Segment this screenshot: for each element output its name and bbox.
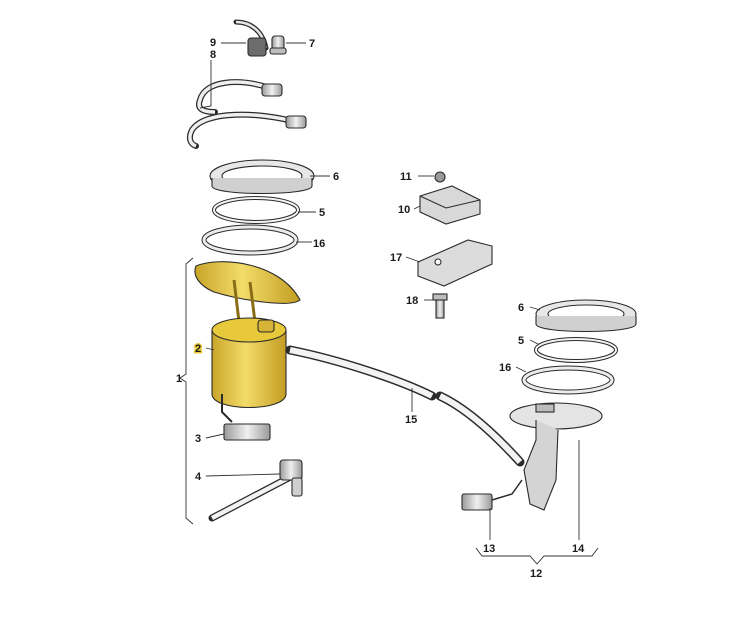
part-5-seal-left xyxy=(212,196,300,224)
callout-6-left: 6 xyxy=(333,171,339,183)
part-6-locking-ring-right xyxy=(535,299,637,332)
part-9-connector xyxy=(233,19,269,57)
callout-2: 2 xyxy=(195,343,201,355)
part-10-control-unit xyxy=(419,185,481,225)
part-13-float xyxy=(461,479,523,511)
part-15-hose xyxy=(285,345,525,467)
callout-5-right: 5 xyxy=(518,335,524,347)
part-2-fuel-delivery-unit xyxy=(194,261,301,423)
callout-labels: 9 7 8 6 5 16 2 1 3 4 11 10 17 18 6 5 16 … xyxy=(176,37,585,580)
callout-6-right: 6 xyxy=(518,302,524,314)
part-16-gasket-left xyxy=(201,224,299,256)
callout-16-right: 16 xyxy=(499,362,511,374)
callout-4: 4 xyxy=(195,471,202,483)
callout-15: 15 xyxy=(405,414,417,426)
callout-16-left: 16 xyxy=(313,238,325,250)
part-6-locking-ring-left xyxy=(209,159,315,194)
part-14-sender-unit xyxy=(509,402,603,511)
callout-10: 10 xyxy=(398,204,410,216)
callout-18: 18 xyxy=(406,295,418,307)
callout-12: 12 xyxy=(530,568,542,580)
callout-7: 7 xyxy=(309,38,315,50)
callout-9: 9 xyxy=(210,37,216,49)
part-7-cap xyxy=(269,35,287,55)
part-17-bracket xyxy=(417,239,493,287)
callout-14: 14 xyxy=(572,543,585,555)
part-5-seal-right xyxy=(534,337,618,363)
part-4-pipe xyxy=(208,459,303,522)
part-3-sender xyxy=(223,423,271,441)
callout-5-left: 5 xyxy=(319,207,325,219)
part-8-hoses xyxy=(186,79,307,149)
callout-8: 8 xyxy=(210,49,216,61)
part-16-gasket-right xyxy=(521,365,615,395)
callout-17: 17 xyxy=(390,252,402,264)
callout-11: 11 xyxy=(400,171,412,183)
callout-1: 1 xyxy=(176,373,182,385)
leader-lines xyxy=(179,42,599,565)
part-11-nut xyxy=(434,171,446,183)
callout-3: 3 xyxy=(195,433,201,445)
part-18-bolt xyxy=(432,293,448,319)
callout-13: 13 xyxy=(483,543,495,555)
